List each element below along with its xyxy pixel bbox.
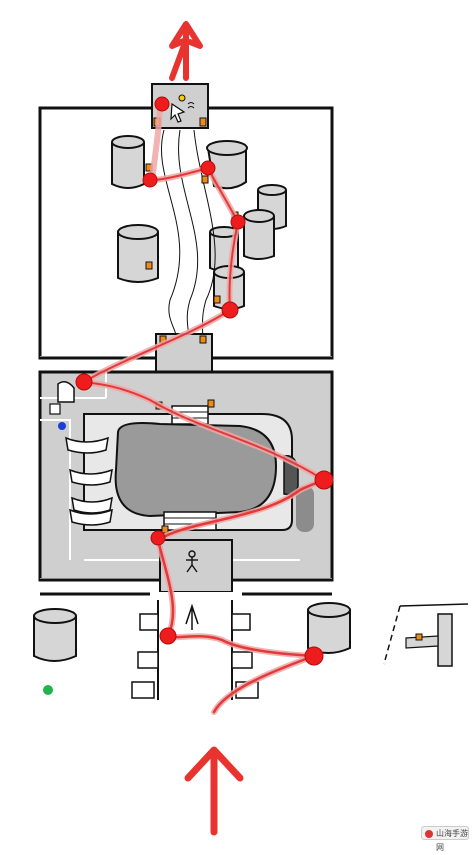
waypoint xyxy=(230,214,246,230)
door-marker xyxy=(199,117,207,127)
stick-figure-icon xyxy=(186,550,198,573)
tank xyxy=(111,135,145,189)
tank xyxy=(117,224,159,283)
pillar-left xyxy=(131,613,159,699)
small-arrow-icon xyxy=(185,603,199,630)
upper-room xyxy=(38,106,334,360)
console-row xyxy=(65,436,113,526)
tank xyxy=(243,209,275,260)
waypoint xyxy=(142,172,158,188)
tank-group xyxy=(111,135,287,310)
waypoint xyxy=(200,160,216,176)
waypoint xyxy=(154,96,170,112)
entry-corridor xyxy=(131,592,259,712)
cursor-pointer-icon xyxy=(170,102,186,123)
dark-zone xyxy=(296,486,314,532)
watermark: 山海手游网 xyxy=(421,826,469,852)
blue-marker xyxy=(58,422,66,430)
waypoint xyxy=(314,470,334,490)
watermark-text: 山海手游网 xyxy=(436,829,468,852)
up-arrow-icon xyxy=(169,21,203,81)
waypoint xyxy=(221,301,239,319)
site-logo-icon xyxy=(425,830,433,838)
tank xyxy=(206,140,248,190)
bottom-doorway xyxy=(40,539,332,596)
outside-tank-right xyxy=(307,602,351,654)
waypoint xyxy=(304,646,324,666)
yellow-marker xyxy=(178,94,186,102)
green-marker xyxy=(43,685,53,695)
up-arrow-icon xyxy=(184,746,244,836)
waypoint xyxy=(150,530,166,546)
door-marker xyxy=(199,335,207,344)
outside-structure xyxy=(383,603,469,667)
hand-marker xyxy=(49,381,75,415)
outside-tank-left xyxy=(33,608,77,662)
reactor-platform xyxy=(65,405,314,532)
waypoint xyxy=(159,627,177,645)
waypoints xyxy=(75,96,334,666)
reactor-core xyxy=(114,422,278,518)
waypoint xyxy=(75,373,93,391)
